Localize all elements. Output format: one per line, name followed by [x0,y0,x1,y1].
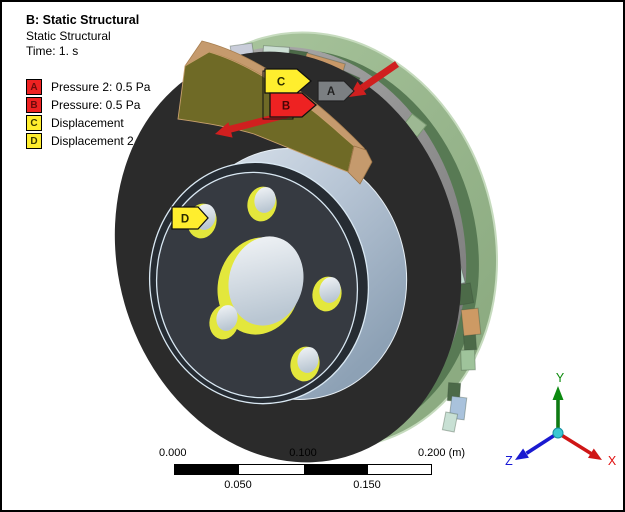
scale-tick-0: 0.000 [159,447,187,459]
boundary-condition-legend: A Pressure 2: 0.5 Pa B Pressure: 0.5 Pa … [26,78,150,150]
rotor-vane-block [441,411,459,433]
analysis-header: B: Static Structural Static Structural T… [26,12,139,60]
scale-segment [304,465,368,474]
triad-x-axis[interactable] [557,431,592,456]
scale-tick-200: 0.200 (m) [418,447,466,459]
bolt-hole [297,347,319,373]
brake-pad[interactable] [177,40,373,185]
legend-item-a[interactable]: A Pressure 2: 0.5 Pa [26,78,150,96]
scale-segment [239,465,304,474]
legend-item-d[interactable]: D Displacement 2 [26,132,150,150]
legend-swatch-a: A [26,79,42,95]
scale-tick-100: 0.100 [289,447,317,459]
pressure-arrow-head [215,122,233,138]
scale-ruler-bar [174,464,432,475]
triad-x-label: X [608,454,617,468]
annotation-flag-b[interactable]: B [269,92,317,118]
flag-letter-a: A [327,86,335,98]
triad-y-arrowhead [552,386,564,400]
legend-swatch-c: C [26,115,42,131]
annotation-flag-d[interactable]: D [171,206,209,230]
legend-item-b[interactable]: B Pressure: 0.5 Pa [26,96,150,114]
scale-segment [175,465,239,474]
legend-label-a: Pressure 2: 0.5 Pa [51,80,151,94]
legend-label-c: Displacement [51,116,124,130]
brake-pad-end-cap [347,145,373,185]
bolt-hole [216,305,238,331]
orientation-triad[interactable]: Y X Z [505,371,617,468]
legend-swatch-b: B [26,97,42,113]
analysis-time: Time: 1. s [26,44,79,59]
triad-z-label: Z [505,454,513,468]
pressure-arrow-head [349,81,367,97]
triad-x-arrowhead [588,448,602,460]
triad-z-arrowhead [515,448,529,460]
rotor-vane-block [460,349,476,371]
triad-y-label: Y [556,371,565,385]
annotation-flag-c[interactable]: C [264,68,312,94]
analysis-title: B: Static Structural [26,13,140,27]
bolt-hole [319,277,341,303]
rotor-vane-block [460,307,482,337]
scale-tick-150: 0.150 [353,479,381,491]
scale-tick-50: 0.050 [224,479,252,491]
triad-origin-sphere [552,427,564,439]
analysis-type: Static Structural [26,28,111,43]
bolt-hole [254,187,276,213]
flag-letter-c: C [277,77,285,89]
legend-item-c[interactable]: C Displacement [26,114,150,132]
annotation-flag-a[interactable]: A [317,80,355,102]
scale-segment [368,465,431,474]
triad-z-axis[interactable] [525,431,559,455]
pressure-arrow-shaft [360,61,399,91]
legend-label-b: Pressure: 0.5 Pa [51,98,141,112]
flag-letter-d: D [181,214,189,226]
flag-letter-b: B [282,101,290,113]
legend-swatch-d: D [26,133,42,149]
center-bore [228,236,304,326]
legend-label-d: Displacement 2 [51,134,134,148]
